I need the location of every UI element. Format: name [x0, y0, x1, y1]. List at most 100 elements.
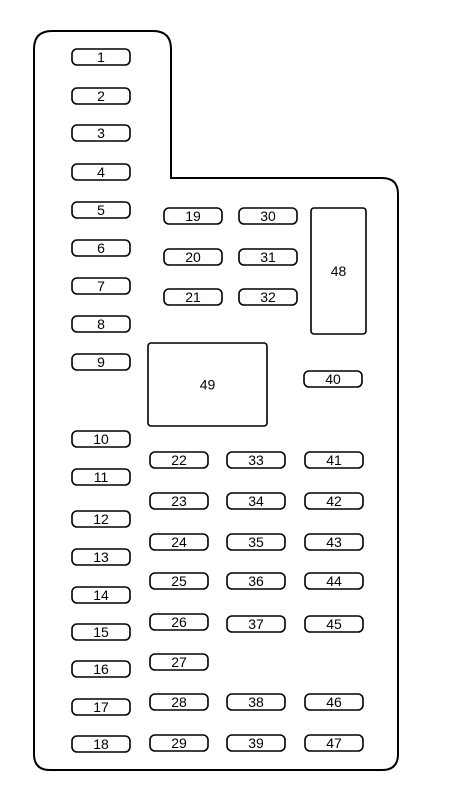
- fuse-number: 34: [248, 493, 264, 509]
- fuse-slot: [226, 615, 286, 633]
- fuse-slot: [149, 734, 209, 752]
- fuse-slot: [163, 207, 223, 225]
- fuse-slot: [71, 124, 131, 142]
- fuse-number: 14: [93, 587, 109, 603]
- fuse-number: 43: [326, 534, 342, 550]
- fuse-panel-outline: [33, 30, 399, 771]
- fuse-36: 36: [226, 572, 286, 590]
- relay-box: [310, 207, 367, 335]
- fuse-number: 35: [248, 534, 264, 550]
- fuse-slot: [304, 615, 364, 633]
- fuse-10: 10: [71, 430, 131, 448]
- fuse-number: 4: [97, 164, 105, 180]
- fuse-slot: [149, 693, 209, 711]
- fuse-number: 46: [326, 694, 342, 710]
- fuse-number: 47: [326, 735, 342, 751]
- fuse-28: 28: [149, 693, 209, 711]
- fuse-number: 12: [93, 511, 109, 527]
- fuse-30: 30: [238, 207, 298, 225]
- fuse-6: 6: [71, 239, 131, 257]
- fuse-23: 23: [149, 492, 209, 510]
- fuse-slot: [304, 734, 364, 752]
- fuse-number: 18: [93, 736, 109, 752]
- fuse-slot: [71, 48, 131, 66]
- fuse-13: 13: [71, 548, 131, 566]
- fuse-number: 40: [325, 371, 341, 387]
- relay-number: 49: [200, 377, 216, 393]
- fuse-slot: [304, 693, 364, 711]
- fuse-slot: [71, 163, 131, 181]
- fuse-8: 8: [71, 315, 131, 333]
- fuse-slot: [71, 548, 131, 566]
- fuse-slot: [226, 734, 286, 752]
- fuse-number: 27: [171, 654, 187, 670]
- fuse-34: 34: [226, 492, 286, 510]
- fuse-44: 44: [304, 572, 364, 590]
- fuse-31: 31: [238, 248, 298, 266]
- fuse-33: 33: [226, 451, 286, 469]
- fuse-number: 39: [248, 735, 264, 751]
- fuse-number: 10: [93, 431, 109, 447]
- fuse-42: 42: [304, 492, 364, 510]
- fuse-slot: [71, 87, 131, 105]
- fuse-number: 32: [260, 289, 276, 305]
- fuse-slot: [71, 430, 131, 448]
- fuse-slot: [238, 248, 298, 266]
- fuse-number: 31: [260, 249, 276, 265]
- fuse-layer: 1234567891011121314151617181920212223242…: [71, 48, 364, 753]
- fuse-27: 27: [149, 653, 209, 671]
- fuse-41: 41: [304, 451, 364, 469]
- fuse-slot: [71, 735, 131, 753]
- fuse-25: 25: [149, 572, 209, 590]
- fuse-slot: [304, 533, 364, 551]
- fuse-43: 43: [304, 533, 364, 551]
- fuse-number: 15: [93, 624, 109, 640]
- fuse-45: 45: [304, 615, 364, 633]
- fuse-number: 17: [93, 699, 109, 715]
- fuse-slot: [226, 492, 286, 510]
- fuse-12: 12: [71, 510, 131, 528]
- fuse-number: 6: [97, 240, 105, 256]
- fuse-number: 38: [248, 694, 264, 710]
- fuse-number: 23: [171, 493, 187, 509]
- fuse-number: 28: [171, 694, 187, 710]
- fuse-47: 47: [304, 734, 364, 752]
- fuse-7: 7: [71, 277, 131, 295]
- fuse-32: 32: [238, 288, 298, 306]
- fuse-number: 1: [97, 49, 105, 65]
- fuse-14: 14: [71, 586, 131, 604]
- fuse-number: 16: [93, 661, 109, 677]
- fuse-19: 19: [163, 207, 223, 225]
- fuse-number: 41: [326, 452, 342, 468]
- fuse-2: 2: [71, 87, 131, 105]
- fuse-number: 3: [97, 125, 105, 141]
- fuse-11: 11: [71, 468, 131, 486]
- fuse-number: 37: [248, 616, 264, 632]
- fuse-number: 8: [97, 316, 105, 332]
- fuse-slot: [238, 288, 298, 306]
- fuse-slot: [226, 693, 286, 711]
- fuse-slot: [71, 468, 131, 486]
- fuse-slot: [71, 277, 131, 295]
- fuse-18: 18: [71, 735, 131, 753]
- fuse-16: 16: [71, 660, 131, 678]
- fuse-slot: [163, 288, 223, 306]
- fuse-slot: [303, 370, 363, 388]
- relay-number: 48: [331, 263, 347, 279]
- fuse-4: 4: [71, 163, 131, 181]
- fuse-number: 25: [171, 573, 187, 589]
- fuse-slot: [71, 660, 131, 678]
- fuse-22: 22: [149, 451, 209, 469]
- fuse-slot: [226, 451, 286, 469]
- fuse-number: 21: [185, 289, 201, 305]
- fuse-slot: [149, 492, 209, 510]
- fuse-number: 9: [97, 354, 105, 370]
- fuse-number: 36: [248, 573, 264, 589]
- fuse-5: 5: [71, 201, 131, 219]
- fuse-slot: [149, 613, 209, 631]
- fuse-21: 21: [163, 288, 223, 306]
- fuse-slot: [226, 572, 286, 590]
- fuse-slot: [71, 698, 131, 716]
- fuse-15: 15: [71, 623, 131, 641]
